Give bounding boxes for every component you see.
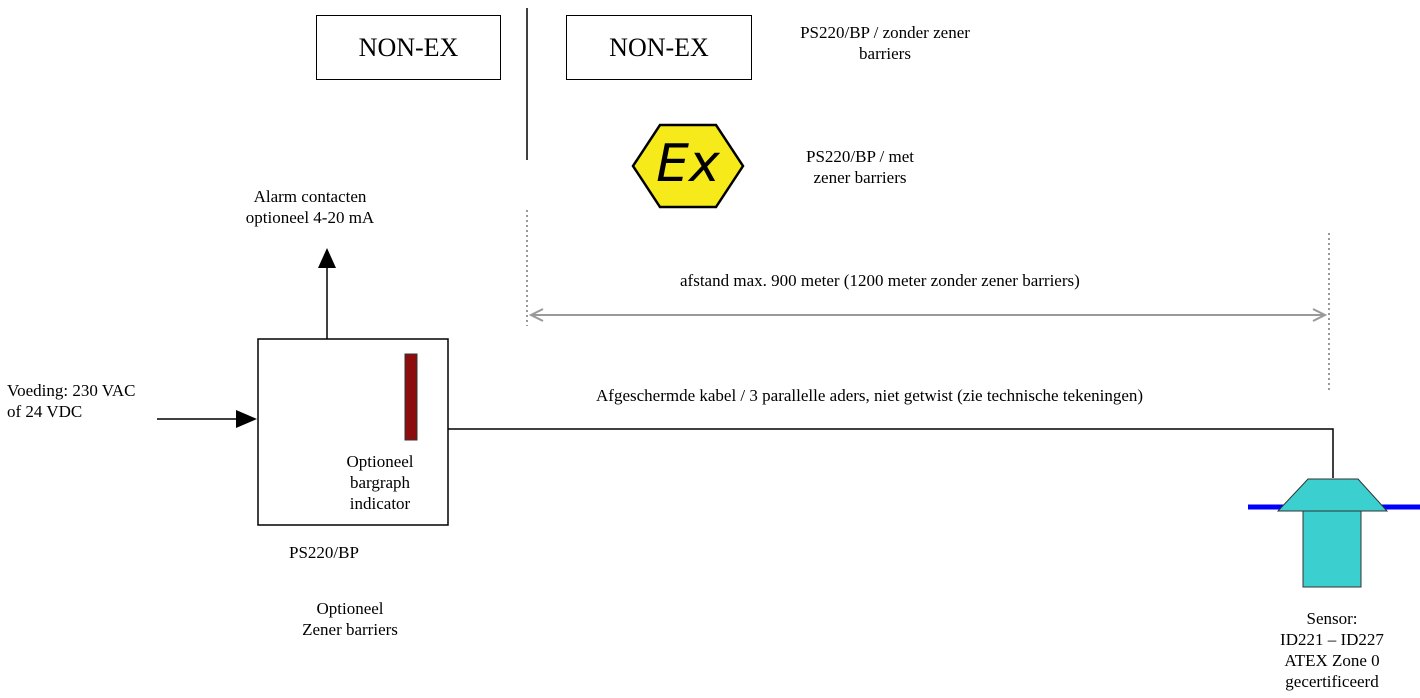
bargraph-label-line3: indicator (349, 494, 411, 513)
no-zener-caption-line1: PS220/BP / zonder zener (800, 23, 970, 42)
bargraph-label-line2: bargraph (349, 473, 411, 492)
sensor-label-line4: gecertificeerd (1285, 672, 1379, 691)
alarm-label-line1: Alarm contacten (253, 187, 367, 206)
alarm-label-line2: optioneel 4-20 mA (245, 208, 375, 227)
supply-label: Voeding: 230 VAC of 24 VDC (7, 380, 135, 422)
bargraph-label: Optioneel bargraph indicator (330, 451, 430, 514)
cable-line (448, 428, 1334, 478)
bargraph-label-line1: Optioneel (346, 452, 414, 471)
supply-arrow-head (236, 410, 257, 428)
sensor-head (1276, 478, 1389, 512)
zener-option-line2: Zener barriers (302, 620, 398, 639)
sensor-label: Sensor: ID221 – ID227 ATEX Zone 0 gecert… (1252, 608, 1412, 692)
non-ex-box-left: NON-EX (316, 15, 501, 80)
sensor-label-line3: ATEX Zone 0 (1284, 651, 1380, 670)
no-zener-caption: PS220/BP / zonder zener barriers (770, 22, 1000, 64)
zener-caption: PS220/BP / met zener barriers (780, 146, 940, 188)
zener-option-line1: Optioneel (316, 599, 384, 618)
sensor-label-line1: Sensor: (1306, 609, 1358, 628)
ex-symbol-text: Ex (656, 134, 720, 194)
sensor-body (1302, 510, 1362, 588)
no-zener-caption-line2: barriers (859, 44, 911, 63)
zener-caption-line2: zener barriers (813, 168, 907, 187)
distance-label: afstand max. 900 meter (1200 meter zonde… (680, 271, 1080, 290)
alarm-arrow-head (318, 248, 336, 268)
bargraph-indicator (404, 353, 418, 441)
non-ex-box-right: NON-EX (566, 15, 752, 80)
cable-label: Afgeschermde kabel / 3 parallelle aders,… (596, 386, 1144, 405)
ex-hexagon (631, 123, 745, 209)
zener-option-label: Optioneel Zener barriers (280, 598, 420, 640)
supply-label-line2: of 24 VDC (7, 402, 83, 421)
supply-label-line1: Voeding: 230 VAC (7, 381, 136, 400)
sensor-label-line2: ID221 – ID227 (1280, 630, 1384, 649)
zener-caption-line1: PS220/BP / met (805, 147, 914, 166)
alarm-label: Alarm contacten optioneel 4-20 mA (210, 186, 410, 228)
unit-name-label: PS220/BP (289, 543, 359, 562)
